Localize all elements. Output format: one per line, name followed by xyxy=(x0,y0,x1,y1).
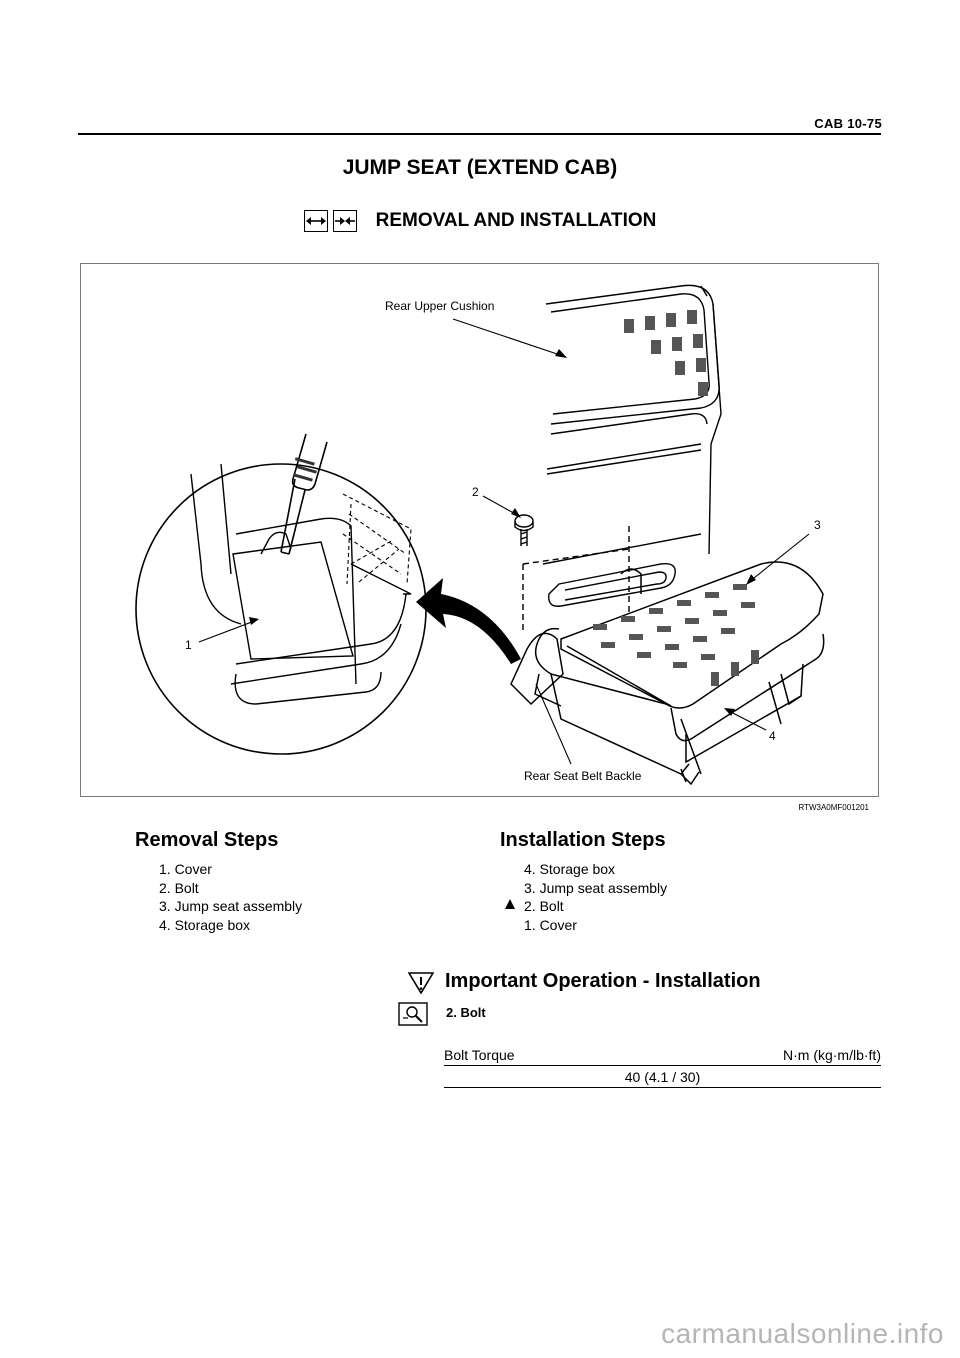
label-rear-upper-cushion: Rear Upper Cushion xyxy=(385,299,494,313)
jump-seat-illustration: Rear Upper Cushion 2 3 4 1 Rear Seat Bel… xyxy=(80,263,879,797)
detail-view xyxy=(135,433,427,755)
screwdriver-grip xyxy=(292,457,317,482)
installation-heading: Installation Steps xyxy=(500,829,666,851)
torque-value: 40 (4.1 / 30) xyxy=(444,1069,881,1088)
label-4: 4 xyxy=(769,729,776,743)
page-title: JUMP SEAT (EXTEND CAB) xyxy=(342,156,618,179)
removal-step: 1. Cover xyxy=(159,861,212,877)
figure-id: RTW3A0MF001201 xyxy=(798,803,869,812)
installation-step: 3. Jump seat assembly xyxy=(524,879,668,896)
installation-step: 4. Storage box xyxy=(524,861,616,877)
removal-icon xyxy=(303,210,328,232)
label-1: 1 xyxy=(185,638,192,652)
header-rule xyxy=(78,133,881,135)
installation-icon xyxy=(332,210,357,232)
removal-step: 2. Bolt xyxy=(159,879,199,896)
jump-seat-assembly-drawing xyxy=(510,561,825,786)
torque-table-header: Bolt Torque N·m (kg·m/lb·ft) xyxy=(444,1047,881,1066)
torque-label: Bolt Torque xyxy=(444,1047,515,1063)
installation-steps: Installation Steps 4. Storage box 3. Jum… xyxy=(500,829,667,934)
removal-heading: Removal Steps xyxy=(135,829,279,851)
removal-step: 4. Storage box xyxy=(159,916,251,933)
bolt-drawing xyxy=(514,514,534,546)
screwdriver-drawing xyxy=(280,433,328,555)
label-2: 2 xyxy=(472,485,479,499)
cushion-texture xyxy=(624,310,708,396)
label-3: 3 xyxy=(814,518,821,532)
page-number: CAB 10-75 xyxy=(814,116,882,131)
removal-step: 3. Jump seat assembly xyxy=(159,898,303,914)
section-heading: REMOVAL AND INSTALLATION xyxy=(375,210,657,231)
section-heading-row: REMOVAL AND INSTALLATION xyxy=(0,207,960,235)
detail-arrow xyxy=(416,578,521,664)
torque-unit: N·m (kg·m/lb·ft) xyxy=(783,1047,881,1063)
installation-step: 1. Cover xyxy=(524,916,577,933)
label-rear-seat-belt-backle: Rear Seat Belt Backle xyxy=(524,769,642,783)
rear-upper-cushion-drawing xyxy=(522,284,722,634)
watermark: carmanualsonline.info xyxy=(661,1318,944,1349)
important-item: 2. Bolt xyxy=(446,1005,486,1020)
leader-arrowheads xyxy=(249,349,756,716)
inspect-icon xyxy=(398,1002,428,1031)
leader-lines xyxy=(198,318,810,765)
seat-texture xyxy=(593,584,759,686)
important-operation-marker-icon xyxy=(505,899,515,909)
important-warning-icon xyxy=(407,972,435,999)
removal-steps: Removal Steps 1. Cover 2. Bolt 3. Jump s… xyxy=(135,829,302,934)
important-operation-heading: Important Operation - Installation xyxy=(445,970,761,992)
installation-step: 2. Bolt xyxy=(524,898,564,914)
